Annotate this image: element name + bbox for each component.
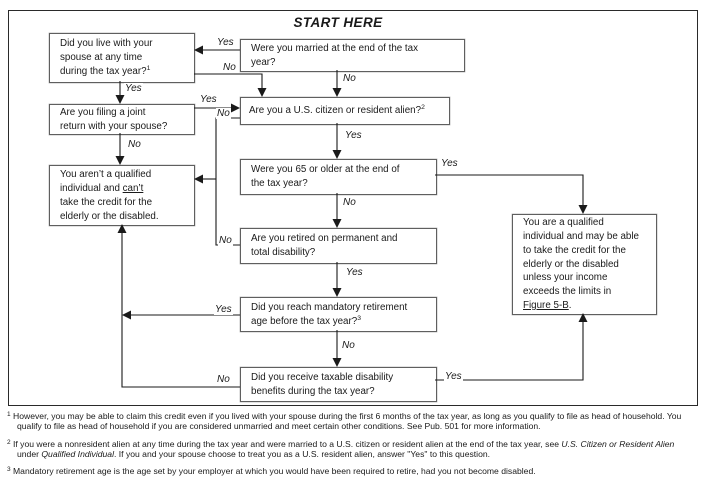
- box-mandatory-retirement: Did you reach mandatory retirement age b…: [240, 297, 437, 332]
- label-disability-yes: Yes: [444, 371, 463, 382]
- box-not-qualified-text: You aren’t a qualified individual and ca…: [60, 168, 159, 222]
- label-live-no: No: [222, 62, 237, 73]
- label-age65-yes: Yes: [440, 158, 459, 169]
- box-citizen-or-resident: Are you a U.S. citizen or resident alien…: [240, 97, 450, 125]
- footnote-2: 2 If you were a nonresident alien at any…: [7, 439, 675, 460]
- figure-title: START HERE: [253, 15, 423, 30]
- box-mandatory-retirement-text: Did you reach mandatory retirement age b…: [251, 301, 408, 327]
- label-married-no: No: [342, 73, 357, 84]
- box-not-qualified: You aren’t a qualified individual and ca…: [49, 165, 195, 226]
- box-married-text: Were you married at the end of the tax y…: [251, 42, 419, 68]
- footnote-ref-3: 3: [357, 314, 361, 322]
- label-mandatory-yes: Yes: [214, 304, 233, 315]
- box-joint-return: Are you filing a joint return with your …: [49, 104, 195, 135]
- label-age65-no: No: [342, 197, 357, 208]
- label-citizen-yes: Yes: [344, 130, 363, 141]
- footnote-ref-2: 2: [421, 104, 425, 111]
- figure-border: [8, 10, 698, 406]
- label-mandatory-no: No: [341, 340, 356, 351]
- label-retired-yes: Yes: [345, 267, 364, 278]
- label-citizen-no: No: [216, 108, 231, 119]
- label-married-yes: Yes: [216, 37, 235, 48]
- label-disability-no: No: [216, 374, 231, 385]
- box-age-65: Were you 65 or older at the end of the t…: [240, 159, 437, 195]
- box-joint-return-text: Are you filing a joint return with your …: [60, 106, 168, 132]
- box-taxable-disability-benefits: Did you receive taxable disability benef…: [240, 367, 437, 402]
- box-taxable-disability-benefits-text: Did you receive taxable disability benef…: [251, 371, 394, 397]
- label-retired-no: No: [218, 235, 233, 246]
- box-live-with-spouse-text: Did you live with your spouse at any tim…: [60, 38, 153, 77]
- box-married: Were you married at the end of the tax y…: [240, 39, 465, 72]
- box-retired-disability-text: Are you retired on permanent and total d…: [251, 233, 398, 258]
- box-qualified-individual-text: You are a qualified individual and may b…: [523, 217, 640, 311]
- footnote-3: 3 Mandatory retirement age is the age se…: [7, 466, 536, 476]
- box-live-with-spouse: Did you live with your spouse at any tim…: [49, 33, 195, 83]
- footnote-1: 1 However, you may be able to claim this…: [7, 411, 682, 432]
- footnote-ref-1: 1: [146, 65, 151, 72]
- box-retired-disability: Are you retired on permanent and total d…: [240, 228, 437, 264]
- label-live-yes: Yes: [124, 83, 143, 94]
- box-qualified-individual: You are a qualified individual and may b…: [512, 214, 657, 315]
- box-age-65-text: Were you 65 or older at the end of the t…: [251, 164, 400, 189]
- label-joint-yes: Yes: [199, 94, 218, 105]
- box-citizen-or-resident-text: Are you a U.S. citizen or resident alien…: [249, 104, 425, 116]
- label-joint-no: No: [127, 139, 142, 150]
